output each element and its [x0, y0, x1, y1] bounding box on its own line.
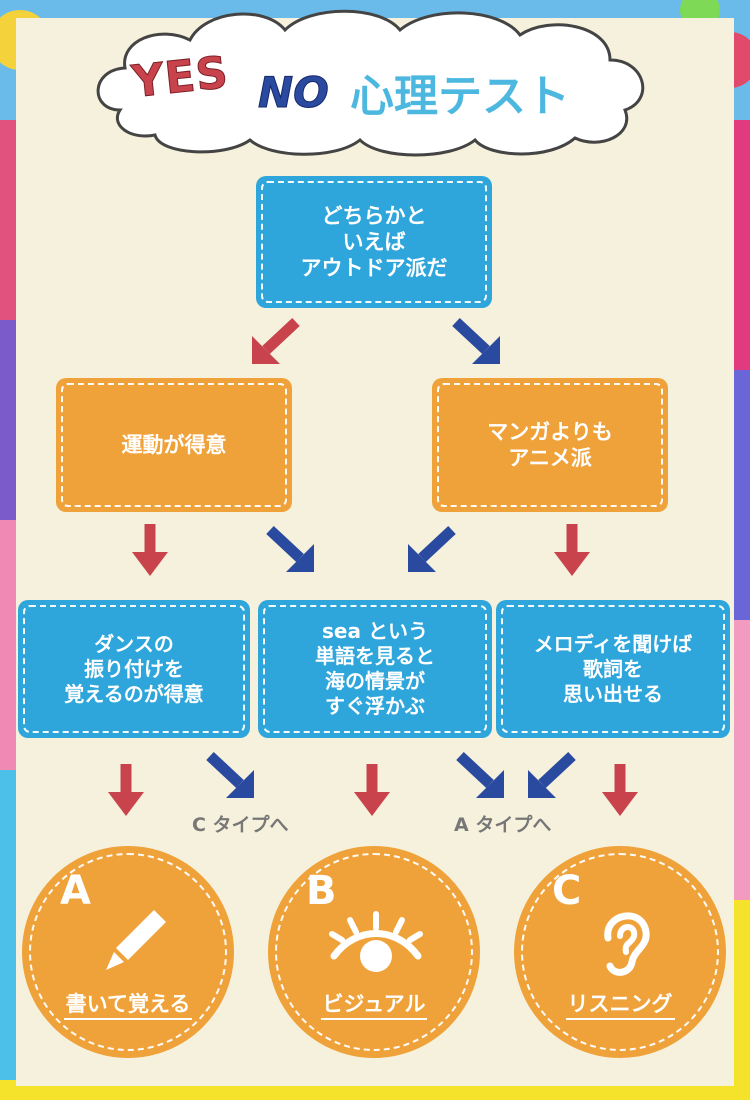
yes-arrow-icon: [408, 525, 456, 572]
question-text-sports: 運動が得意: [121, 432, 227, 457]
yes-arrow-icon: [252, 317, 300, 364]
title-cloud: [96, 9, 645, 157]
result-a-letter: A: [60, 868, 91, 914]
yes-arrow-icon: [354, 764, 390, 816]
title-yes: YES: [129, 47, 232, 109]
no-arrow-icon: [528, 751, 576, 798]
yes-arrow-icon: [602, 764, 638, 816]
note-c-type: C タイプへ: [192, 814, 289, 836]
no-arrow-icon: [456, 751, 504, 798]
result-b-label: ビジュアル: [320, 992, 428, 1020]
start-question-box: どちらかと いえば アウトドア派だ: [256, 176, 492, 308]
result-a-circle: A 書いて覚える: [22, 846, 234, 1058]
question-text-sea: sea という 単語を見ると 海の情景が すぐ浮かぶ: [315, 619, 435, 718]
question-box-melody: メロディを聞けば 歌詞を 思い出せる: [496, 600, 730, 738]
result-a-label: 書いて覚える: [63, 992, 193, 1020]
title-main: 心理テスト: [350, 71, 570, 122]
no-arrow-icon: [266, 525, 314, 572]
result-b-circle: B ビジュアル: [268, 846, 480, 1058]
pencil-icon: [106, 910, 166, 970]
question-box-sports: 運動が得意: [56, 378, 292, 512]
ear-icon: [604, 912, 650, 976]
question-box-sea: sea という 単語を見ると 海の情景が すぐ浮かぶ: [258, 600, 492, 738]
eye-icon: [329, 911, 423, 972]
result-b-letter: B: [306, 868, 337, 914]
no-arrow-icon: [452, 317, 500, 364]
question-box-dance: ダンスの 振り付けを 覚えるのが得意: [18, 600, 250, 738]
result-c-letter: C: [552, 868, 582, 914]
question-text-anime: マンガよりも アニメ派: [487, 419, 613, 470]
question-text-melody: メロディを聞けば 歌詞を 思い出せる: [533, 631, 693, 706]
yes-arrow-icon: [132, 524, 168, 576]
question-text-dance: ダンスの 振り付けを 覚えるのが得意: [64, 631, 204, 706]
title-no: NO: [258, 68, 330, 118]
start-question-text: どちらかと いえば アウトドア派だ: [300, 203, 448, 281]
result-c-circle: C リスニング: [514, 846, 726, 1058]
note-a-type: A タイプへ: [454, 814, 552, 836]
yes-arrow-icon: [108, 764, 144, 816]
no-arrow-icon: [554, 524, 590, 576]
result-c-label: リスニング: [565, 992, 675, 1020]
no-arrow-icon: [206, 751, 254, 798]
question-box-anime: マンガよりも アニメ派: [432, 378, 668, 512]
